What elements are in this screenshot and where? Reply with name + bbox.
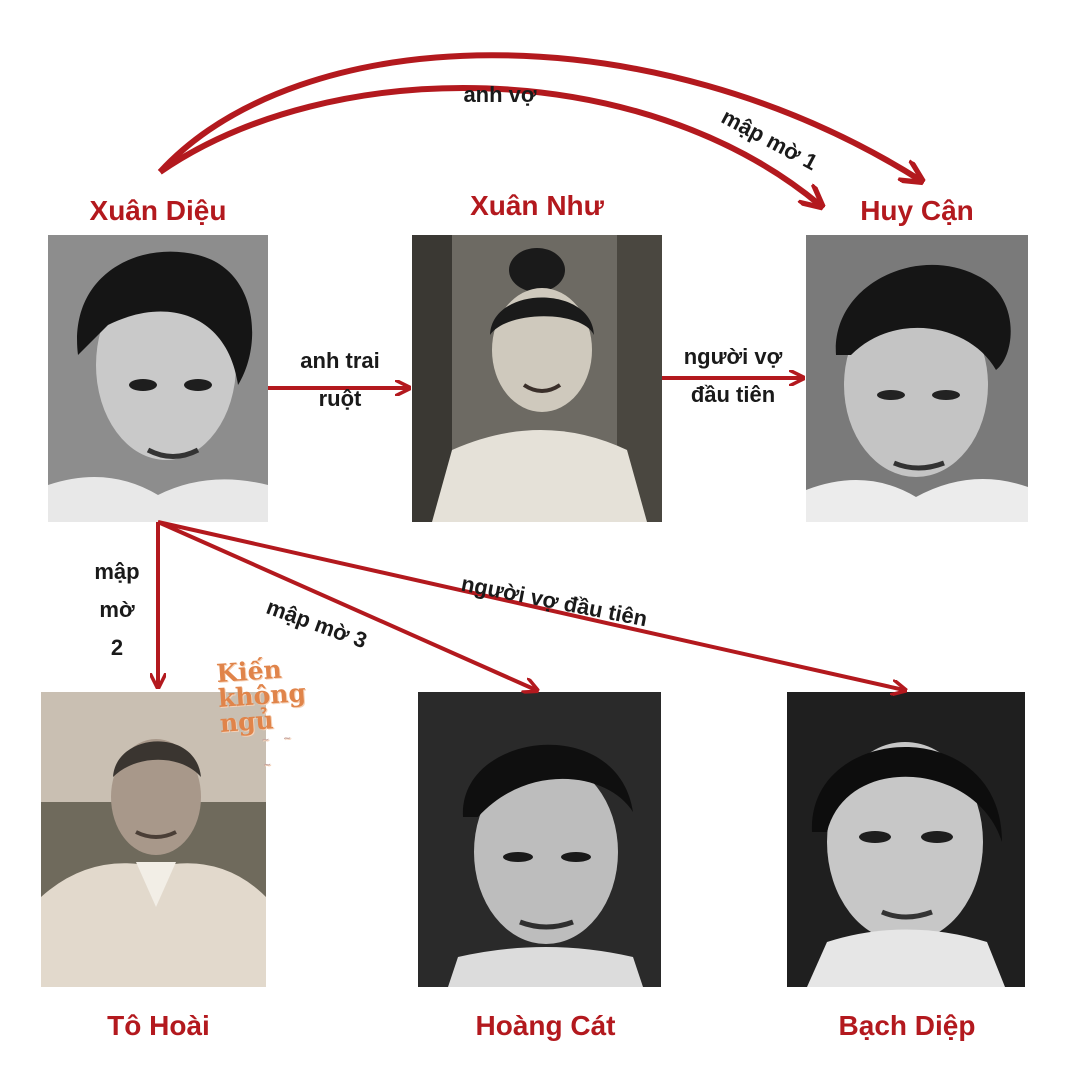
name-huy-can: Huy Cận	[860, 195, 974, 226]
label-map-mo-1: mập mờ 1	[717, 103, 822, 176]
label-map-mo-3: mập mờ 3	[263, 593, 371, 654]
label-nguoi-vo-dau-tien-top: người vợ đầu tiên	[666, 338, 800, 414]
photo-hoang-cat	[418, 692, 661, 987]
photo-bach-diep	[787, 692, 1025, 987]
label-anh-vo: anh vợ	[463, 82, 537, 107]
name-hoang-cat: Hoàng Cát	[475, 1010, 616, 1041]
photo-to-hoai	[41, 692, 266, 987]
name-xuan-dieu: Xuân Diệu	[89, 195, 227, 226]
label-map-mo-2: mập mờ 2	[76, 553, 158, 667]
label-map-mo-2-line1: mập	[94, 559, 140, 584]
name-bach-diep: Bạch Diệp	[838, 1010, 976, 1041]
name-xuan-nhu: Xuân Như	[470, 190, 604, 221]
photo-huy-can	[806, 235, 1028, 522]
label-map-mo-2-line2: mờ	[99, 597, 135, 622]
label-anh-trai-ruot: anh trai ruột	[278, 342, 402, 418]
label-map-mo-2-line3: 2	[110, 635, 124, 660]
photo-xuan-nhu	[412, 235, 662, 522]
photo-xuan-dieu	[48, 235, 268, 522]
label-anh-trai-line1: anh trai	[300, 348, 380, 373]
label-nguoi-vo-dau-tien-bottom: người vợ đầu tiên	[459, 570, 650, 632]
watermark-logo: Kiến không ngủ ~ ~ ~	[215, 655, 308, 771]
label-nguoi-vo-line1: người vợ	[683, 344, 783, 369]
watermark-decoration: ~ ~ ~	[260, 732, 297, 772]
label-anh-trai-line2: ruột	[318, 386, 362, 411]
label-nguoi-vo-line2: đầu tiên	[690, 382, 776, 407]
name-to-hoai: Tô Hoài	[107, 1010, 210, 1041]
